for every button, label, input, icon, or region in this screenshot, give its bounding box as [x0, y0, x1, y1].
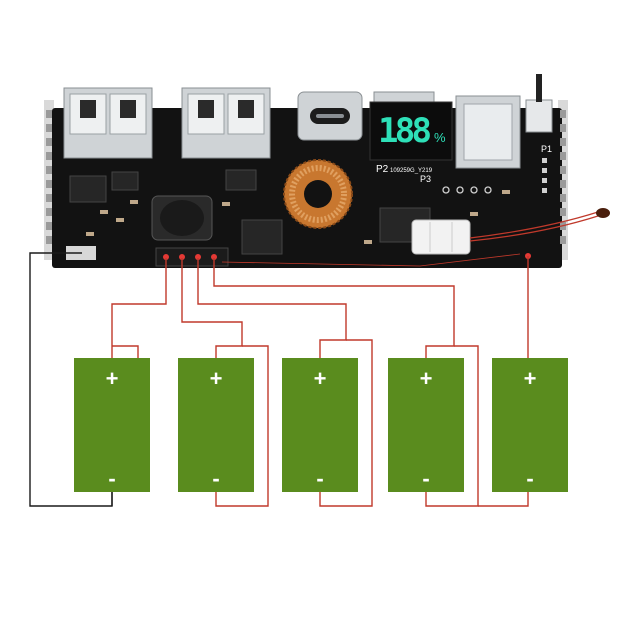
display-digits: 188: [378, 111, 432, 151]
battery-5-minus: -: [526, 466, 533, 491]
board-trace: [221, 253, 521, 267]
battery-2-plus: +: [210, 366, 223, 391]
battery-2-minus: -: [212, 466, 219, 491]
battery-4: + -: [388, 358, 464, 492]
battery-1-minus: -: [108, 466, 115, 491]
display-percent: %: [434, 130, 446, 145]
slide-switch: [525, 74, 553, 133]
label-p1: P1: [541, 144, 552, 154]
power-inductor: [151, 195, 213, 241]
header-p3: [442, 186, 492, 194]
wire-b2-minus: [215, 345, 269, 507]
chips: [69, 169, 431, 255]
left-edge-pads: [46, 110, 52, 244]
wire-b5-minus: [478, 492, 529, 507]
battery-2: + -: [178, 358, 254, 492]
thermistor: [469, 208, 610, 242]
wire-b3-minus: [319, 339, 373, 507]
battery-3-plus: +: [314, 366, 327, 391]
battery-3-minus: -: [316, 466, 323, 491]
usb-a-port-2: [181, 87, 271, 159]
battery-5-plus: +: [524, 366, 537, 391]
small-components: [86, 190, 510, 244]
wire-b1m-b2p-bottom: [112, 345, 139, 358]
label-p3: P3: [420, 174, 431, 184]
wires: [29, 252, 529, 507]
jst-connector: [411, 219, 471, 255]
battery-4-minus: -: [422, 466, 429, 491]
pcb-board: 188 % P1 P2 109259G_Y219 P3: [44, 74, 610, 268]
battery-1-plus: +: [106, 366, 119, 391]
lightning-port: [455, 95, 521, 169]
wire-b1-b2: [181, 258, 243, 358]
battery-3: + -: [282, 358, 358, 492]
led-display: 188 %: [369, 101, 453, 161]
battery-4-plus: +: [420, 366, 433, 391]
usb-a-port-1: [63, 87, 153, 159]
battery-5: + -: [492, 358, 568, 492]
usb-c-port: [297, 91, 363, 141]
header-p1: [542, 158, 547, 193]
wire-b3-b4: [213, 258, 455, 358]
wire-b1-plus: [111, 258, 167, 358]
label-p2: P2: [376, 164, 389, 175]
label-p2-code: 109259G_Y219: [390, 168, 433, 174]
battery-1: + -: [74, 358, 150, 492]
wire-b2-b3: [197, 258, 347, 358]
toroid-inductor: [283, 159, 353, 229]
